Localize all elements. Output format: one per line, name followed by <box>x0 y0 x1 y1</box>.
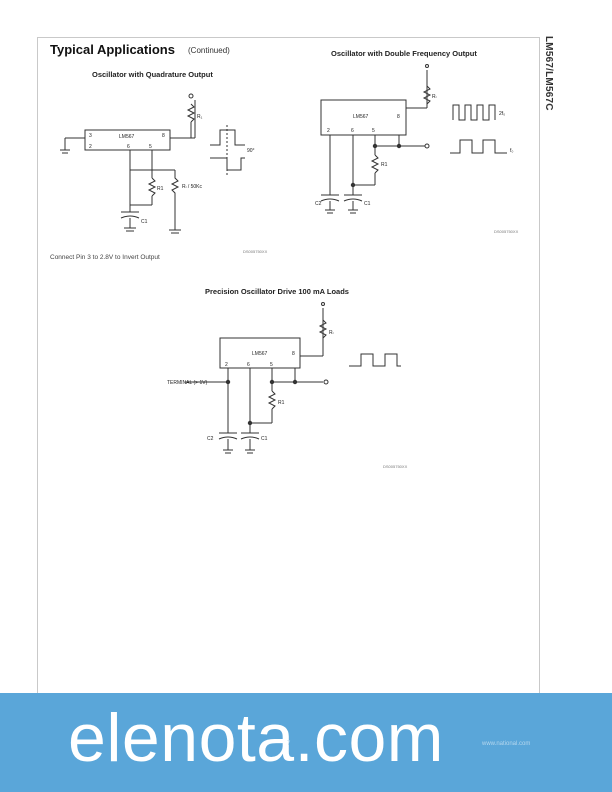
svg-text:90°: 90° <box>247 148 255 154</box>
svg-text:C1: C1 <box>141 219 148 225</box>
figure-1-footnote: Connect Pin 3 to 2.8V to Invert Output <box>50 254 160 261</box>
svg-text:Rₗ: Rₗ <box>329 330 334 336</box>
figure-1-schematic: LM567 3 2 6 5 8 R₁ R1 Rₗ / 50Kc 90° C1 <box>60 93 255 234</box>
ic-label: LM567 <box>252 351 268 357</box>
ic-box <box>320 99 407 136</box>
page-title: Typical Applications <box>50 42 175 57</box>
watermark-text: elenota.com <box>68 700 444 776</box>
resistor-r1 <box>370 154 380 174</box>
svg-text:C1: C1 <box>364 201 371 207</box>
waveform-2f <box>452 104 496 121</box>
footer-site[interactable]: www.national.com <box>482 741 531 747</box>
part-number: LM567/LM567C <box>543 36 554 111</box>
figure-1-caption: Oscillator with Quadrature Output <box>92 70 213 79</box>
page-subtitle: (Continued) <box>188 46 230 55</box>
svg-text:C2: C2 <box>207 436 214 442</box>
figure-3-number: DS005750XX <box>383 464 408 469</box>
svg-text:R1: R1 <box>381 162 388 168</box>
svg-text:5: 5 <box>270 362 273 368</box>
ic-box <box>84 129 171 151</box>
svg-text:Rₗ / 50Kc: Rₗ / 50Kc <box>182 184 203 190</box>
figure-3-schematic: LM567 2 6 5 8 Rₗ R1 C2 C1 TERMINAL (> 1V… <box>167 302 401 454</box>
supply-terminal <box>188 93 194 99</box>
svg-text:2: 2 <box>89 144 92 150</box>
svg-text:R₁: R₁ <box>197 114 203 120</box>
ic-label: LM567 <box>119 134 135 140</box>
supply-terminal <box>425 64 429 68</box>
svg-text:3: 3 <box>89 133 92 139</box>
figure-2-caption: Oscillator with Double Frequency Output <box>331 49 477 58</box>
part-number-sidebar: LM567/LM567C <box>543 36 557 146</box>
resistor-r-l <box>422 85 432 105</box>
svg-text:f₀: f₀ <box>510 148 513 154</box>
svg-text:5: 5 <box>149 144 152 150</box>
waveform-output <box>349 353 401 367</box>
resistor-r-l <box>186 103 196 123</box>
ic-box <box>219 337 301 369</box>
svg-text:6: 6 <box>351 128 354 134</box>
svg-text:8: 8 <box>292 351 295 357</box>
watermark-banner: elenota.com <box>0 693 612 792</box>
svg-text:8: 8 <box>162 133 165 139</box>
svg-text:2f₀: 2f₀ <box>499 111 505 117</box>
svg-text:6: 6 <box>127 144 130 150</box>
svg-text:2: 2 <box>327 128 330 134</box>
figure-2-schematic: LM567 2 6 5 8 Rₗ R1 C2 C1 2f₀ f₀ <box>315 64 513 214</box>
supply-terminal <box>321 302 325 306</box>
figure-2-number: DS005750XX <box>494 229 519 234</box>
figure-1-number: DS005750XX <box>243 249 268 254</box>
svg-text:Rₗ: Rₗ <box>432 94 437 100</box>
resistor-r1 <box>147 177 157 197</box>
output-terminal <box>424 143 430 149</box>
resistor-r1 <box>267 390 277 410</box>
svg-text:2: 2 <box>225 362 228 368</box>
svg-text:C2: C2 <box>315 201 322 207</box>
svg-text:R1: R1 <box>278 400 285 406</box>
waveform-f <box>450 139 507 154</box>
resistor-r-l <box>318 319 328 339</box>
svg-text:6: 6 <box>247 362 250 368</box>
svg-text:TERMINAL (> 1V): TERMINAL (> 1V) <box>167 380 208 386</box>
svg-text:8: 8 <box>397 114 400 120</box>
figure-3-caption: Precision Oscillator Drive 100 mA Loads <box>205 287 349 296</box>
svg-text:5: 5 <box>372 128 375 134</box>
waveform-bottom <box>210 157 245 171</box>
ic-label: LM567 <box>353 114 369 120</box>
svg-text:C1: C1 <box>261 436 268 442</box>
output-terminal <box>323 379 329 385</box>
page-number: 7 <box>287 741 291 747</box>
svg-text:R1: R1 <box>157 186 164 192</box>
